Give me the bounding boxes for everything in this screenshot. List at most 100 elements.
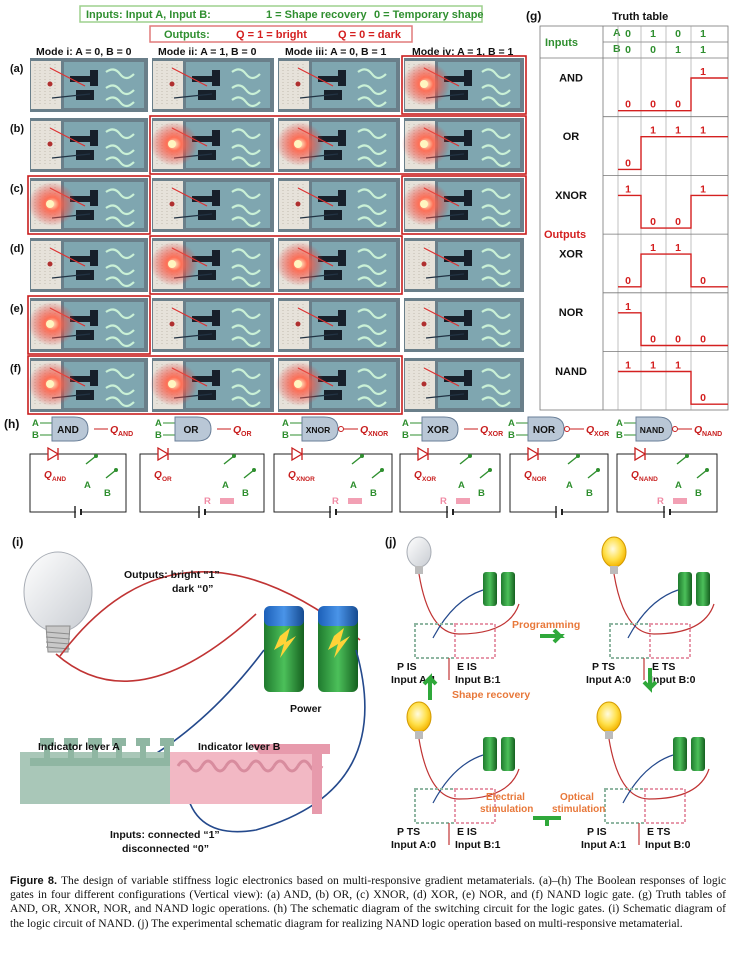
gate-q-sub: OR bbox=[241, 431, 252, 438]
wire bbox=[51, 153, 91, 159]
wire bbox=[425, 333, 465, 339]
led-dark bbox=[295, 321, 301, 327]
gate-bubble bbox=[338, 426, 344, 432]
photo-cell bbox=[30, 58, 148, 112]
metamaterial-bg bbox=[312, 62, 396, 108]
truth-b-value: 0 bbox=[650, 44, 656, 56]
photo-cell bbox=[30, 118, 148, 172]
state-p: P TS bbox=[592, 661, 615, 673]
truth-a-value: 0 bbox=[625, 28, 631, 40]
switch-pivot bbox=[94, 454, 98, 458]
panel-j-label: (j) bbox=[385, 535, 396, 549]
lever-a-label: Indicator lever A bbox=[38, 741, 120, 753]
battery bbox=[501, 737, 515, 771]
wire bbox=[51, 273, 91, 279]
photo-cell bbox=[276, 118, 400, 172]
black-lattice bbox=[444, 310, 472, 340]
programming-label: Programming bbox=[512, 619, 580, 631]
photo-cell bbox=[28, 358, 148, 412]
truth-output-value: 1 bbox=[700, 125, 706, 137]
caption-text: The design of variable stiffness logic e… bbox=[10, 874, 726, 930]
truth-output-value: 0 bbox=[650, 334, 656, 346]
metamaterial-bg bbox=[186, 62, 270, 108]
led-bright bbox=[46, 380, 54, 388]
led-symbol bbox=[527, 446, 540, 462]
metamaterial-bg bbox=[438, 362, 520, 408]
stimulation-arrow bbox=[533, 816, 561, 826]
truth-output-value: 1 bbox=[625, 183, 631, 195]
legend-inputs-text: Inputs: Input A, Input B: bbox=[86, 9, 211, 21]
switch-a bbox=[459, 455, 471, 465]
white-lattice bbox=[357, 68, 387, 108]
white-lattice bbox=[481, 68, 511, 108]
switch-b bbox=[243, 469, 255, 479]
truth-output-value: 1 bbox=[625, 301, 631, 313]
outputs-line-1: Outputs: bright “1” bbox=[124, 569, 220, 581]
legend-zero-text: 0 = Temporary shape bbox=[374, 9, 484, 21]
state-p: P IS bbox=[397, 661, 417, 673]
circuit-loop bbox=[616, 453, 718, 513]
red-wire bbox=[613, 573, 715, 635]
battery-1 bbox=[264, 614, 304, 692]
photo-cell bbox=[276, 358, 400, 412]
white-lattice bbox=[481, 368, 511, 408]
truth-output-value: 0 bbox=[700, 392, 706, 404]
white-lattice bbox=[481, 128, 511, 168]
caption-label: Figure 8. bbox=[10, 875, 58, 887]
lever-b-block bbox=[170, 752, 320, 804]
photo-cell bbox=[30, 238, 148, 292]
battery-2-cap bbox=[318, 606, 358, 626]
resistor-label: R bbox=[657, 496, 664, 507]
battery-gap bbox=[200, 509, 204, 515]
truth-a-value: 1 bbox=[700, 28, 706, 40]
truth-output-value: 0 bbox=[625, 275, 631, 287]
blue-wire bbox=[432, 589, 484, 639]
led-symbol bbox=[47, 446, 60, 462]
metamaterial-bg bbox=[312, 122, 396, 168]
gate-name: AND bbox=[559, 72, 583, 84]
bulb-base bbox=[415, 731, 423, 739]
circuit-loop bbox=[509, 453, 609, 513]
led-bright bbox=[46, 200, 54, 208]
truth-output-value: 0 bbox=[650, 216, 656, 228]
led-bright bbox=[168, 260, 176, 268]
state-e: E TS bbox=[652, 661, 675, 673]
photo-cell bbox=[404, 238, 524, 292]
photo-cell bbox=[402, 178, 524, 232]
truth-b-value: 1 bbox=[700, 44, 706, 56]
switch-pivot bbox=[252, 468, 256, 472]
gate-name: XNOR bbox=[555, 190, 587, 202]
lever-b-wave bbox=[176, 759, 204, 773]
output-waveform bbox=[618, 370, 728, 405]
breadboard bbox=[31, 241, 61, 289]
switch-b-label: B bbox=[695, 488, 702, 499]
gate-body bbox=[174, 416, 212, 442]
circuit-q-sub: XOR bbox=[422, 476, 436, 483]
wire bbox=[297, 307, 334, 327]
led-bright bbox=[294, 260, 302, 268]
electrial-label-1: Electrial bbox=[486, 792, 525, 803]
black-lattice bbox=[444, 190, 472, 220]
battery bbox=[673, 737, 687, 771]
wire bbox=[423, 307, 460, 327]
panel-i-label: (i) bbox=[12, 535, 23, 549]
white-lattice bbox=[105, 188, 135, 228]
wire bbox=[171, 67, 208, 87]
truth-output-value: 1 bbox=[675, 360, 681, 372]
switch-a-label: A bbox=[675, 480, 682, 491]
state-input-a: Input A:0 bbox=[586, 674, 631, 686]
gate-body bbox=[51, 416, 89, 442]
battery-gap bbox=[331, 509, 335, 515]
white-lattice bbox=[231, 248, 261, 288]
black-lattice bbox=[318, 310, 346, 340]
gate-input-a: A bbox=[616, 418, 623, 429]
photo-cell bbox=[150, 238, 274, 292]
white-lattice bbox=[481, 188, 511, 228]
led-dark bbox=[169, 81, 175, 87]
gate-bubble bbox=[672, 426, 678, 432]
